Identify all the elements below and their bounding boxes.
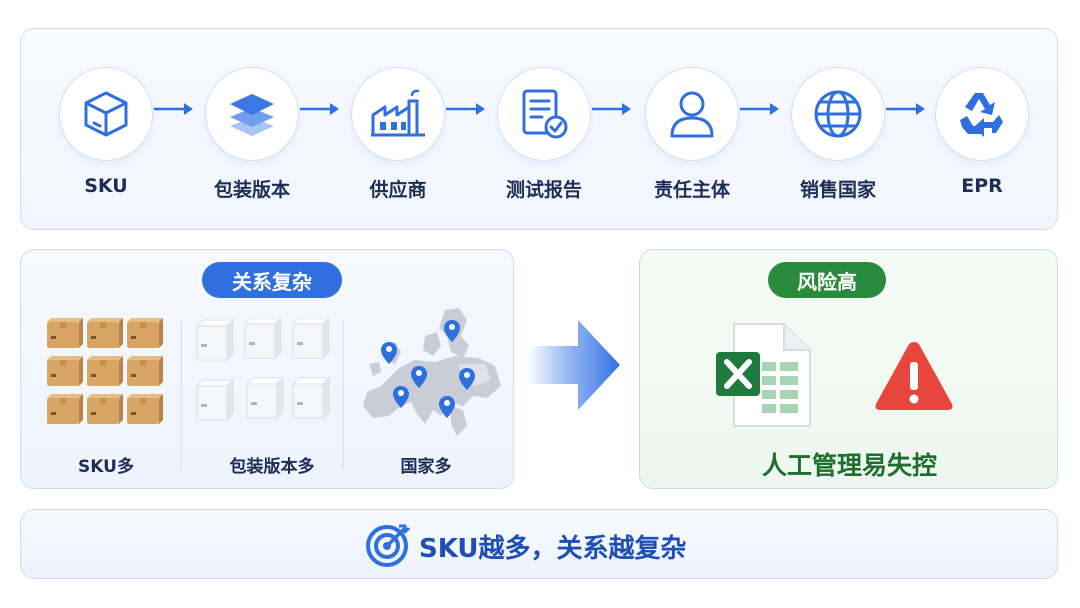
flow-step-circle (645, 67, 739, 161)
layers-icon (230, 94, 274, 136)
flow-arrow-icon (300, 103, 339, 115)
risk-message: 人工管理易失控 (761, 451, 937, 480)
factory-icon (371, 89, 425, 137)
flow-step-packaging-version: 包装版本 (197, 61, 307, 211)
cube-icon (84, 91, 128, 137)
flow-step-sales-country: 销售国家 (783, 61, 893, 211)
flow-step-circle (351, 67, 445, 161)
flow-panel: SKU 包装版本 供应商 (20, 28, 1058, 230)
flow-arrow-icon (886, 103, 925, 115)
person-icon (670, 91, 714, 138)
flow-step-epr: EPR (927, 61, 1037, 211)
recycle-icon (960, 93, 1003, 137)
report-check-icon (522, 89, 568, 139)
flow-step-label: 责任主体 (653, 179, 730, 201)
flow-arrow-icon (154, 103, 193, 115)
flow-step-circle (791, 67, 885, 161)
flow-step-circle (497, 67, 591, 161)
risk-panel: 风险高 人工管理易失控 (639, 249, 1058, 489)
flow-step-circle (205, 67, 299, 161)
column-divider (343, 320, 344, 470)
flow-step-label: EPR (961, 175, 1003, 197)
flow-step-label: 供应商 (369, 179, 427, 201)
relations-column-label: 国家多 (400, 457, 452, 477)
flow-step-label: 包装版本 (213, 179, 290, 201)
flow-arrow-icon (740, 103, 779, 115)
flow-step-circle (935, 67, 1029, 161)
flow-step-supplier: 供应商 (343, 61, 453, 211)
flow-arrow-icon (592, 103, 631, 115)
flow-step-label: SKU (84, 175, 128, 197)
flow-step-responsible-party: 责任主体 (637, 61, 747, 211)
summary-banner: SKU越多，关系越复杂 (20, 509, 1058, 579)
flow-step-label: 测试报告 (505, 179, 582, 201)
big-arrow-icon (528, 320, 620, 410)
relations-panel: 关系复杂 SKU多 (20, 249, 514, 489)
warning-icon (875, 342, 953, 410)
relations-column-label: 包装版本多 (229, 457, 315, 477)
flow-step-circle (59, 67, 153, 161)
flow-step-sku: SKU (51, 61, 161, 211)
relations-badge: 关系复杂 (202, 262, 342, 298)
flow-step-test-report: 测试报告 (489, 61, 599, 211)
relations-column-label: SKU多 (78, 457, 134, 477)
globe-icon (814, 90, 862, 138)
excel-icon (716, 323, 811, 427)
flow-step-label: 销售国家 (799, 179, 876, 201)
risk-badge: 风险高 (768, 262, 886, 298)
flow-arrow-icon (446, 103, 485, 115)
summary-text: SKU越多，关系越复杂 (419, 534, 687, 564)
column-divider (181, 320, 182, 470)
target-icon (366, 524, 411, 567)
